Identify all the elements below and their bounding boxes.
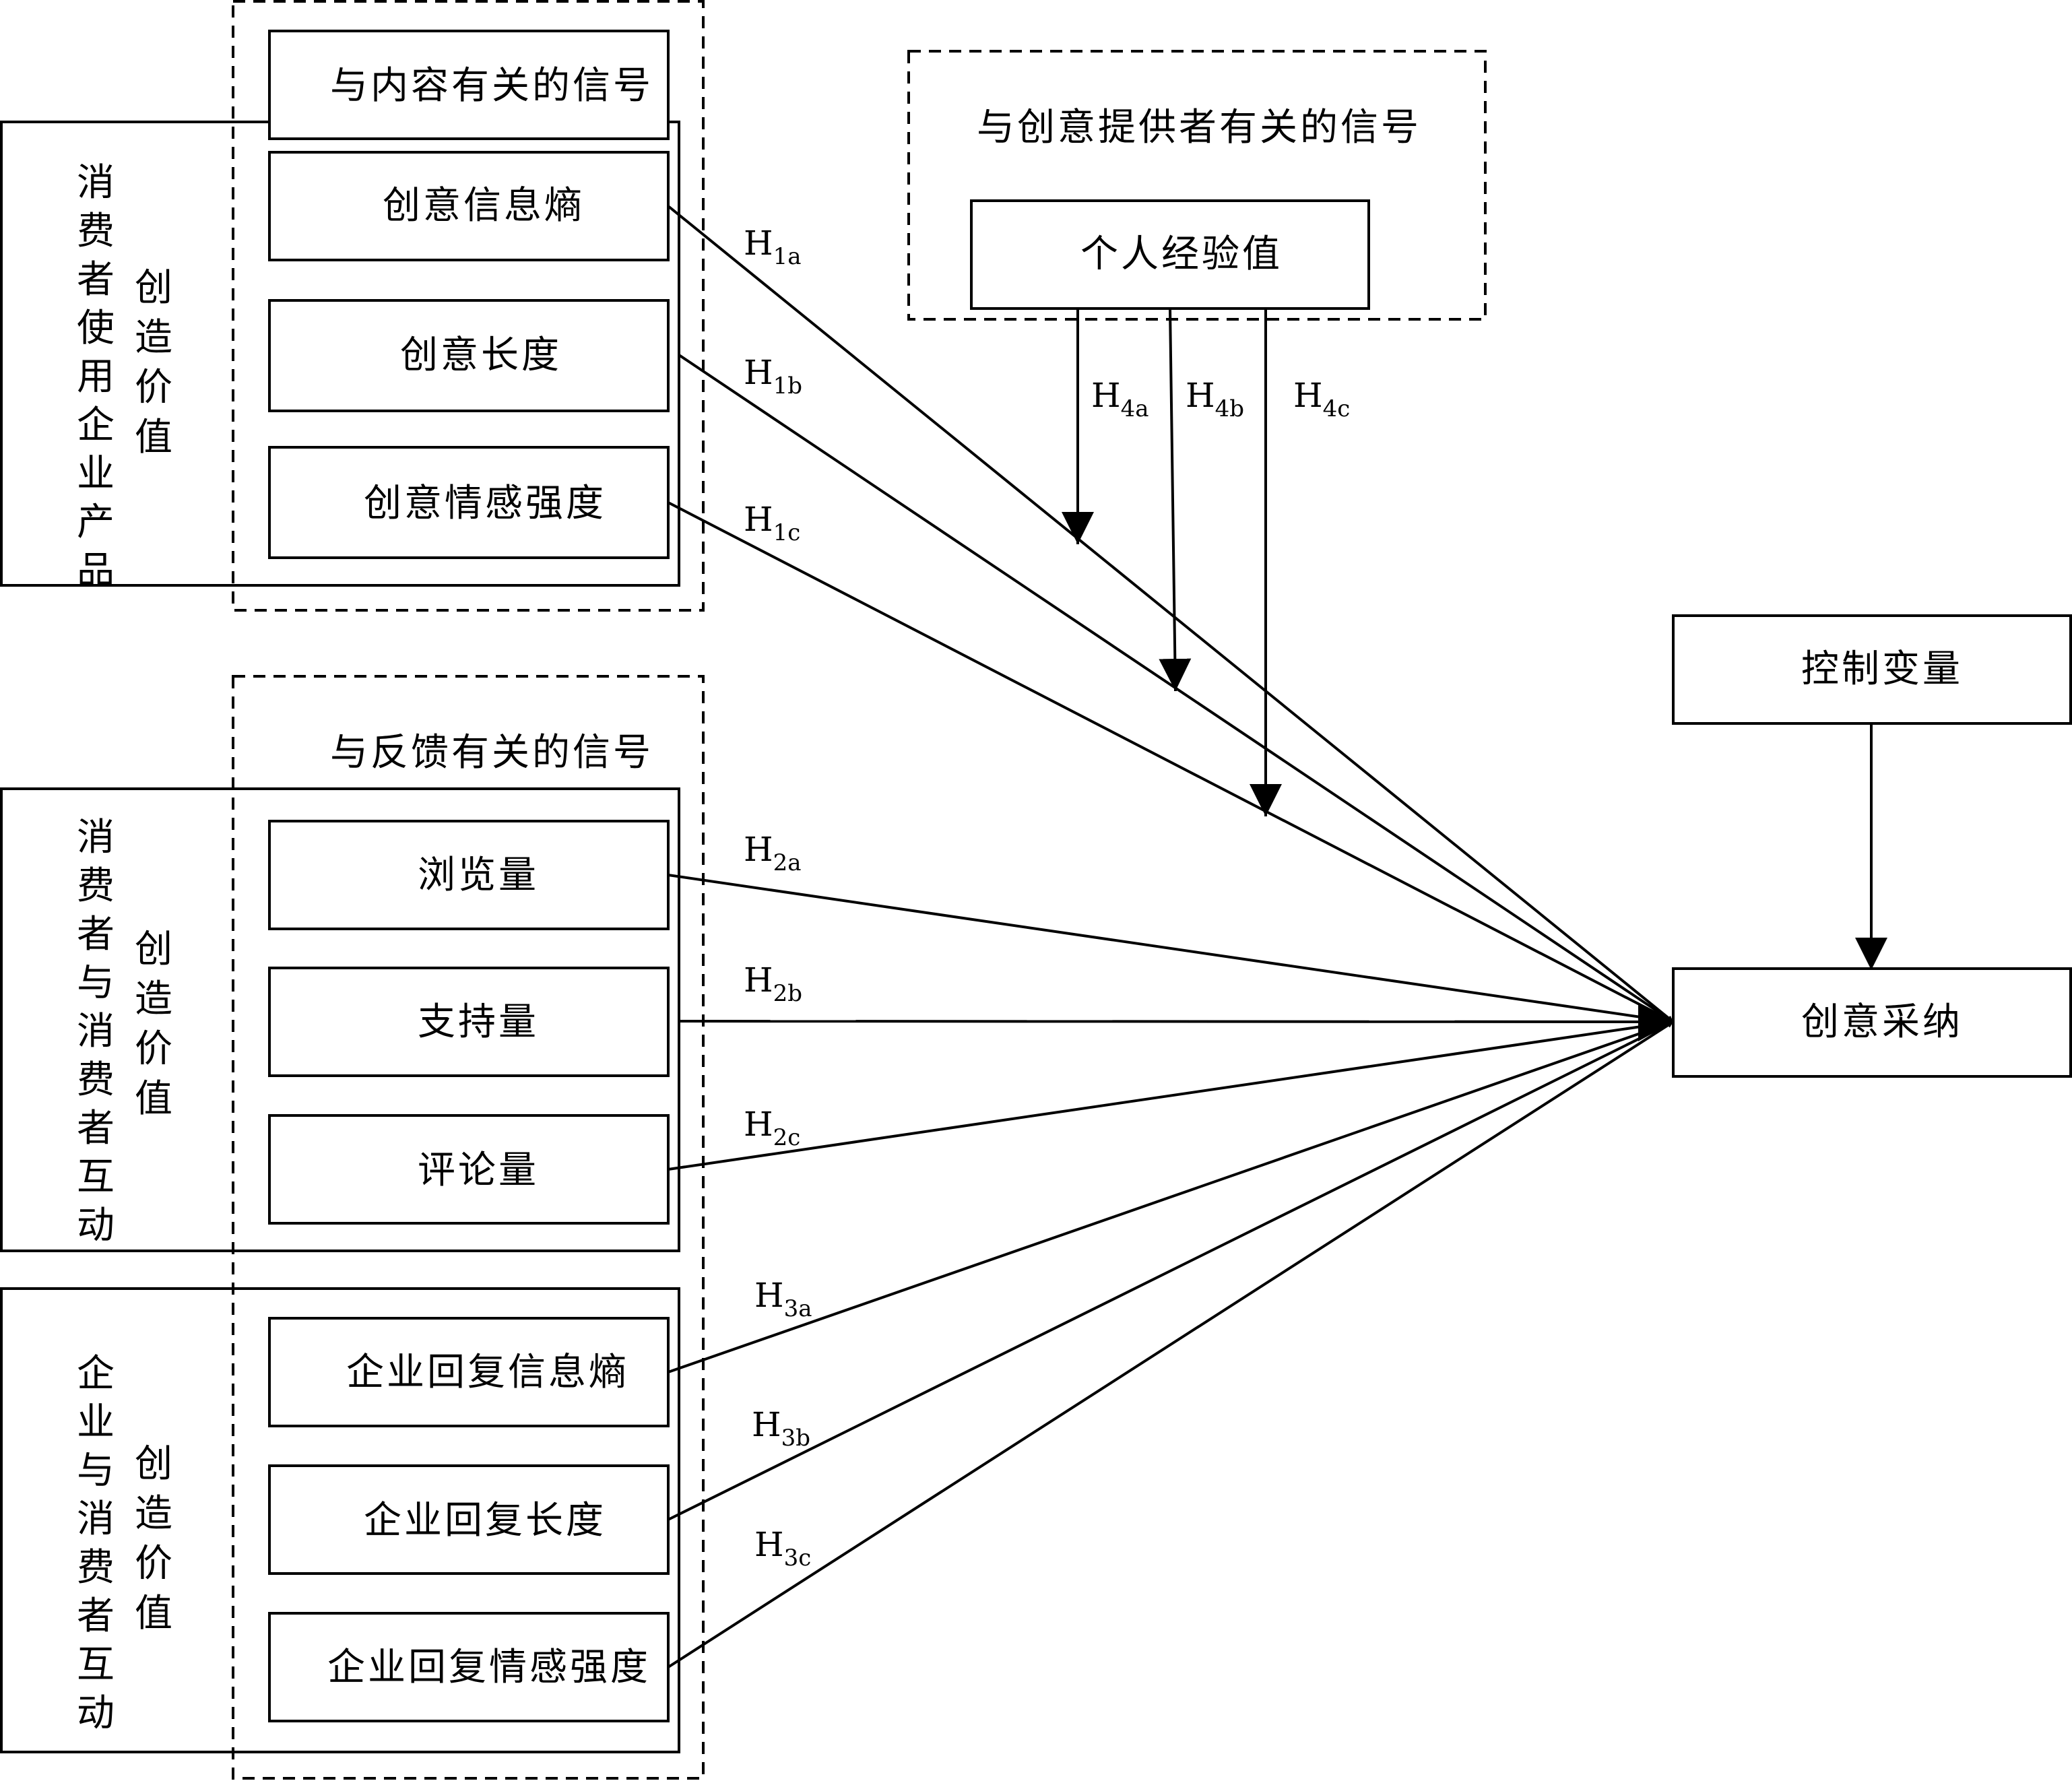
node-label-supports: 支持量 — [418, 1000, 539, 1044]
arrow-h1a — [667, 205, 1675, 1023]
hypothesis-label: H2c — [744, 1105, 800, 1151]
hypothesis-label: H4a — [1091, 376, 1149, 422]
node-label-reply-entropy: 企业回复信息熵 — [346, 1351, 629, 1394]
node-box-comments — [268, 1114, 670, 1225]
side-label-c-inner: 创造价值 — [135, 1442, 172, 1635]
node-box-supports — [268, 967, 670, 1077]
vertical-text: 创造价值 — [135, 928, 172, 1121]
hypothesis-label: H2a — [744, 830, 802, 876]
hypothesis-label: H3c — [754, 1525, 811, 1571]
arrow-h2a — [668, 874, 1674, 1025]
node-label-idea-emotion: 创意情感强度 — [364, 482, 606, 525]
side-label-b-inner: 创造价值 — [135, 928, 172, 1121]
main-arrows — [667, 205, 1675, 1668]
arrow-h3b — [668, 1020, 1674, 1521]
side-box-firm-consumer — [0, 1287, 680, 1753]
group-title-provider-signal: 与创意提供者有关的信号 — [977, 106, 1421, 150]
vertical-text: 创造价值 — [135, 266, 172, 459]
node-label-reply-emotion: 企业回复情感强度 — [327, 1646, 651, 1689]
arrow-h2c — [668, 1019, 1674, 1171]
group-box-provider-signal — [907, 50, 1487, 321]
moderation-arrows — [1062, 308, 1887, 970]
content-signal-title-box — [268, 30, 670, 140]
side-label-b-outer: 消费者与消费者互动 — [77, 816, 115, 1247]
node-label-personal-exp: 个人经验值 — [1080, 232, 1283, 276]
arrow-h3c — [667, 1020, 1675, 1668]
hypothesis-label: H1c — [744, 500, 800, 546]
arrow-h1c — [668, 501, 1674, 1023]
node-box-adoption — [1672, 967, 2072, 1078]
node-box-control — [1672, 614, 2072, 725]
hypothesis-label: H2b — [744, 961, 802, 1007]
node-label-control: 控制变量 — [1801, 647, 1963, 691]
side-label-a-outer: 消费者使用企业产品 — [77, 161, 115, 593]
node-label-adoption: 创意采纳 — [1801, 1000, 1963, 1044]
hypothesis-label: H4b — [1186, 376, 1244, 422]
hypothesis-label: H1a — [744, 224, 802, 270]
hypothesis-label: H3a — [754, 1276, 812, 1322]
hypothesis-label: H3b — [752, 1405, 810, 1452]
node-label-idea-length: 创意长度 — [400, 333, 562, 377]
node-label-reply-length: 企业回复长度 — [364, 1499, 606, 1543]
arrow-h4b — [1159, 308, 1192, 692]
node-label-idea-entropy: 创意信息熵 — [383, 184, 585, 228]
node-box-views — [268, 820, 670, 930]
side-label-a-inner: 创造价值 — [135, 266, 172, 459]
adoption-arrowhead — [1638, 1002, 1673, 1041]
node-box-reply-length — [268, 1464, 670, 1575]
node-box-idea-length — [268, 299, 670, 412]
side-box-consumer-consumer — [0, 787, 680, 1252]
node-box-reply-emotion — [268, 1612, 670, 1722]
node-box-personal-exp — [970, 199, 1370, 310]
group-box-feedback-signal — [232, 675, 705, 1780]
group-title-content-signal: 与内容有关的信号 — [330, 64, 653, 108]
group-title-feedback-signal: 与反馈有关的信号 — [330, 731, 653, 775]
arrow-h2b — [678, 1018, 1674, 1025]
group-box-content-signal — [232, 0, 705, 612]
node-label-views: 浏览量 — [418, 853, 539, 897]
node-label-comments: 评论量 — [418, 1148, 539, 1192]
vertical-text: 企业与消费者互动 — [77, 1352, 115, 1735]
vertical-text: 消费者使用企业产品 — [77, 161, 115, 593]
node-box-idea-entropy — [268, 151, 670, 261]
hypothesis-label: H1b — [744, 353, 802, 399]
arrow-h3a — [668, 1020, 1674, 1373]
vertical-text: 消费者与消费者互动 — [77, 816, 115, 1247]
vertical-text: 创造价值 — [135, 1442, 172, 1635]
hypothesis-label: H4c — [1293, 376, 1350, 422]
side-label-c-outer: 企业与消费者互动 — [77, 1352, 115, 1735]
